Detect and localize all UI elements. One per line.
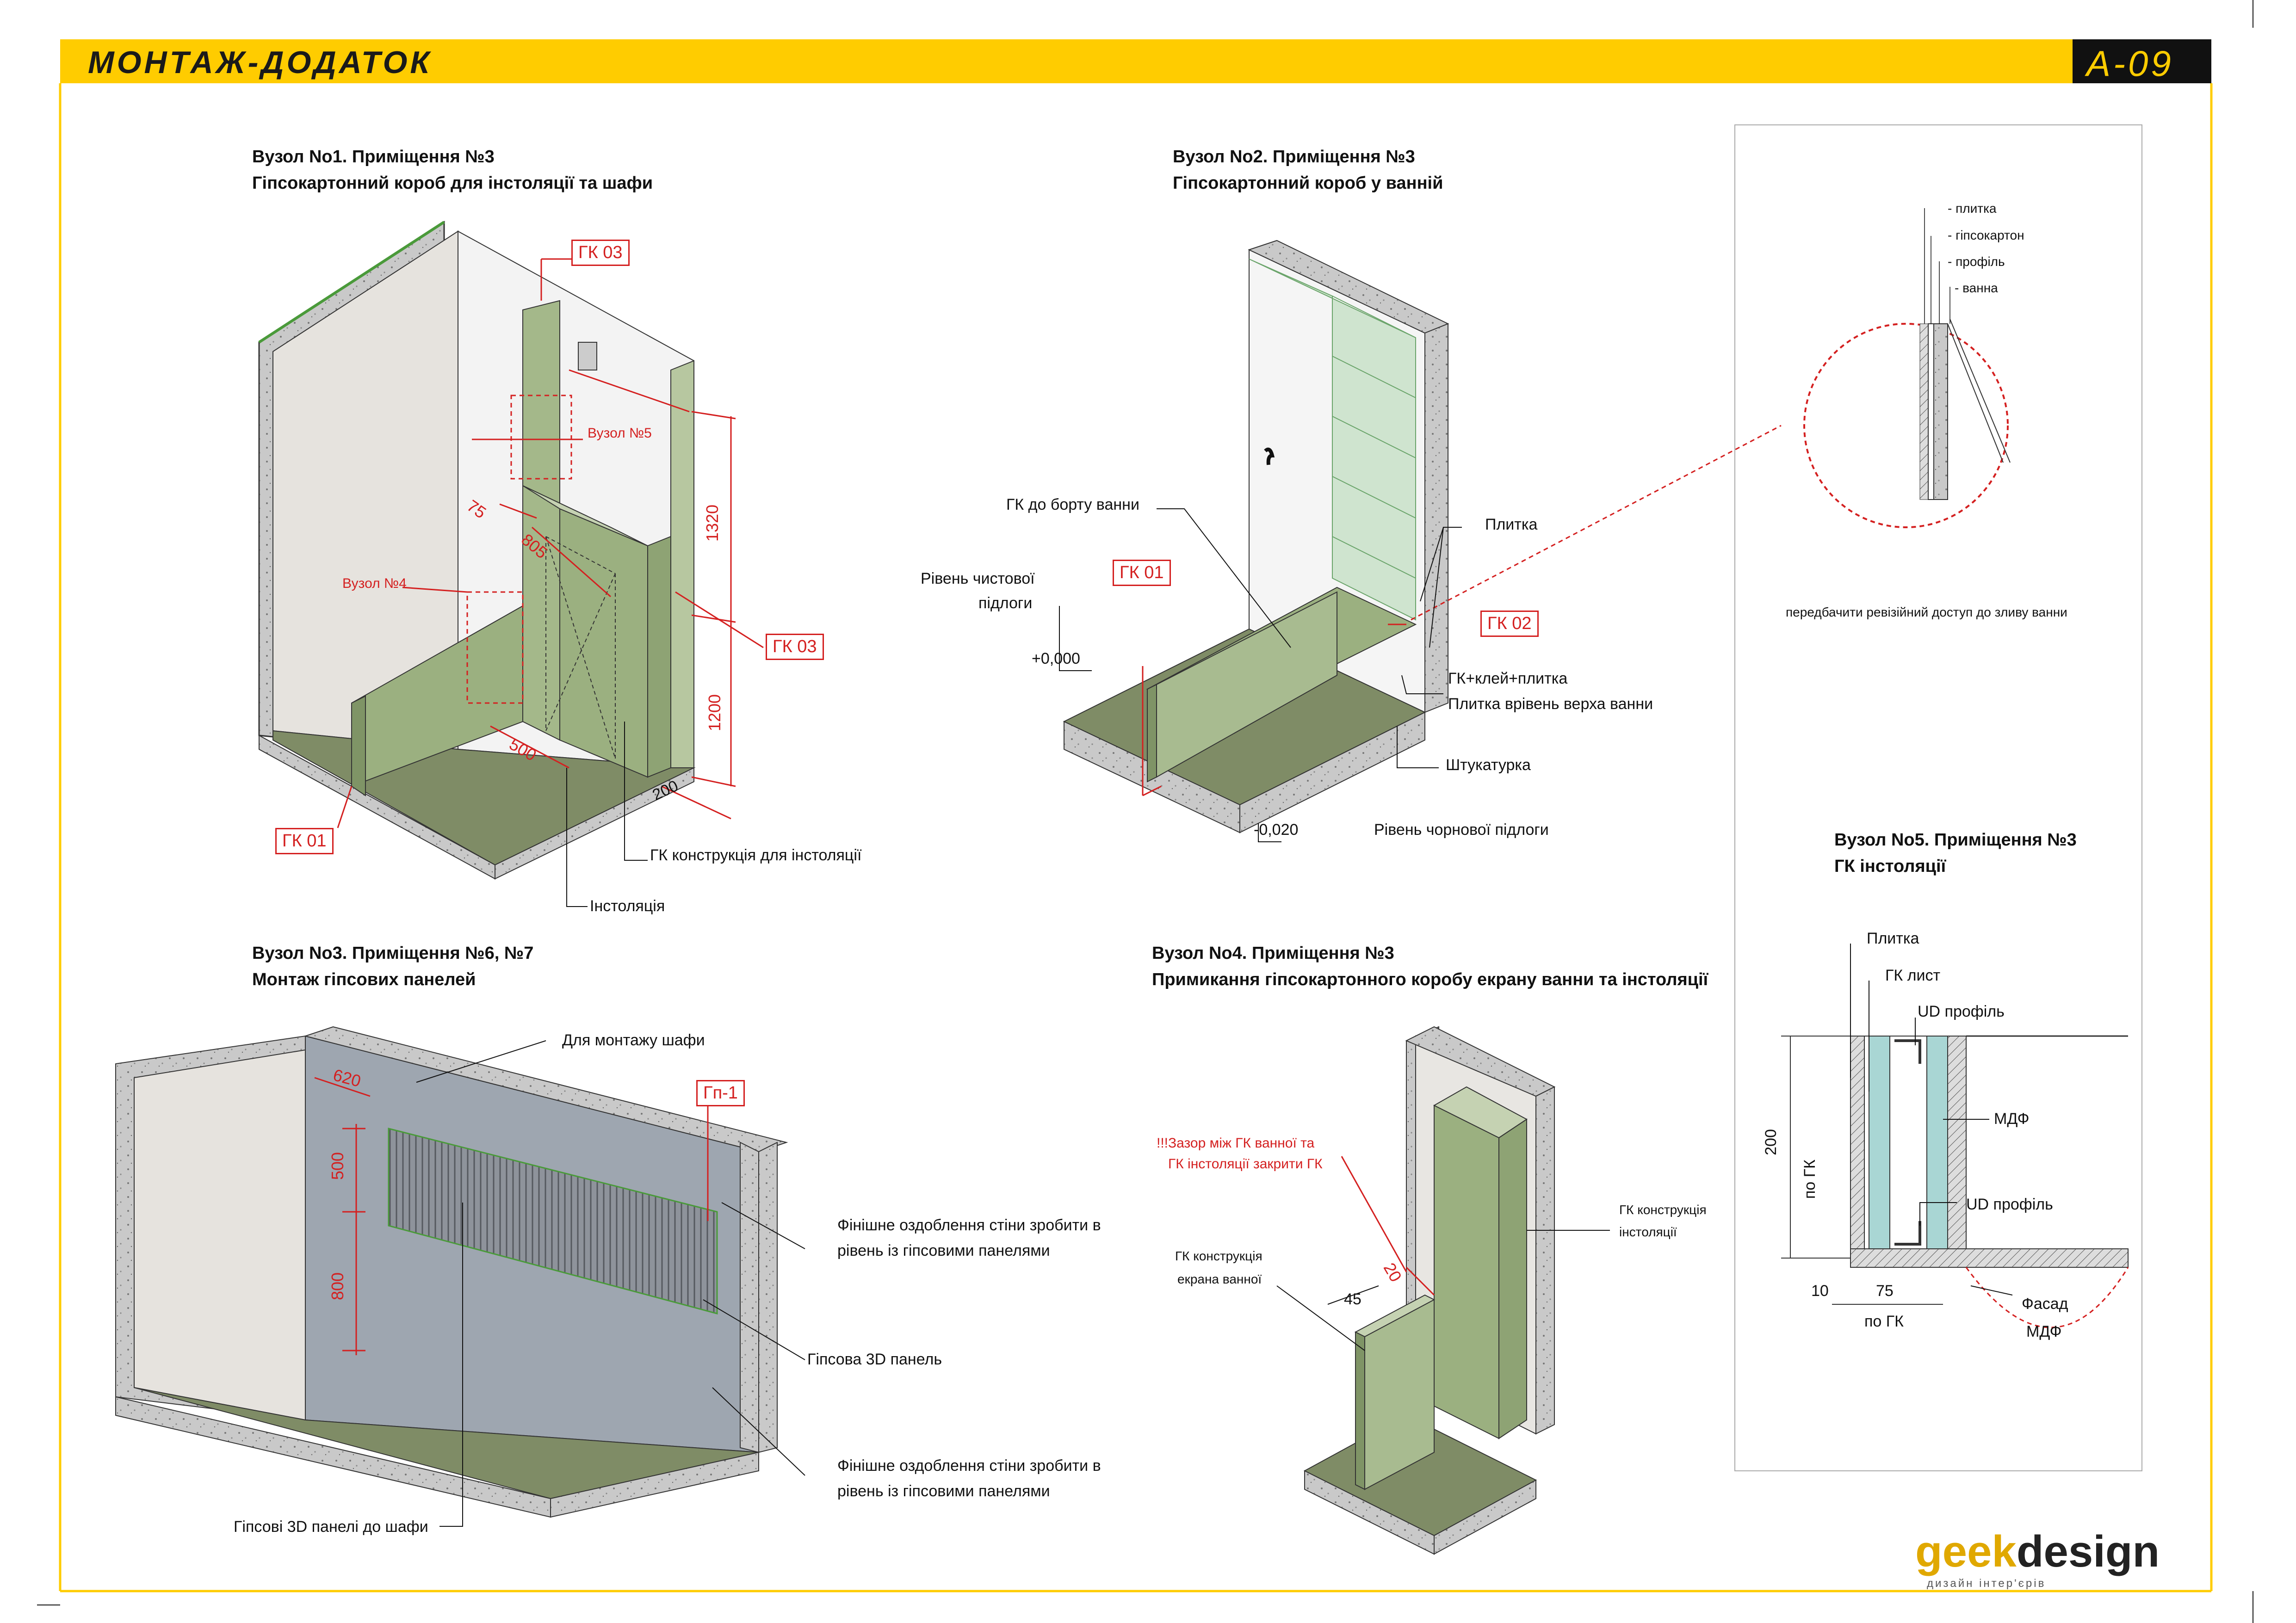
node3-subtitle: Монтаж гіпсових панелей: [252, 970, 476, 989]
sheet-number-box: [2073, 39, 2211, 83]
node3-label-finish1b: рівень із гіпсовими панелями: [837, 1242, 1050, 1259]
node3-label-finish1a: Фінішне оздоблення стіни зробити в: [837, 1216, 1101, 1234]
sheet-title: МОНТАЖ-ДОДАТОК: [88, 45, 433, 80]
detail-legend-bath: - ванна: [1955, 281, 1998, 295]
node2-level-minus: -0,020: [1254, 821, 1299, 839]
node5-dim-75: 75: [1876, 1282, 1894, 1300]
node2-drawing: [1059, 240, 1782, 842]
node4-gap-note-a: !!!Зазор між ГК ванної та: [1157, 1135, 1315, 1151]
node1-label-gk-install: ГК конструкція для інстоляції: [650, 846, 862, 864]
node5-label-gk-sheet: ГК лист: [1885, 967, 1941, 984]
node2-title: Вузол No2. Приміщення №3: [1173, 147, 1415, 167]
node1-label-installation: Інстоляція: [590, 897, 665, 915]
page-frame: [37, 0, 2254, 1623]
node5-label-ud-bottom: UD профіль: [1966, 1196, 2053, 1213]
node2-label-tile: Плитка: [1485, 516, 1538, 533]
node3-label-panel3d: Гіпсова 3D панель: [807, 1351, 942, 1368]
node5-label-facade-a: Фасад: [2022, 1295, 2068, 1313]
node4-dim-45: 45: [1344, 1290, 1362, 1308]
logo-part-geek: geek: [1915, 1527, 2017, 1576]
node1-tag-gk03-top: ГК 03: [571, 240, 630, 266]
node5-label-facade-b: МДФ: [2026, 1323, 2062, 1340]
detail-legend-profile: - профіль: [1948, 254, 2005, 269]
node3-dim-800: 800: [328, 1272, 347, 1301]
node4-title: Вузол No4. Приміщення №3: [1152, 944, 1394, 963]
detail-panel: [1734, 124, 2142, 1471]
node3-label-wardrobe: Для монтажу шафи: [562, 1031, 705, 1049]
node5-label-tile: Плитка: [1867, 930, 1919, 947]
node1-ref-node5: Вузол №5: [588, 426, 652, 441]
sheet-number: А-09: [2086, 43, 2174, 84]
node2-label-gk-bath-edge: ГК до борту ванни: [1006, 496, 1139, 513]
node4-label-inst-b: інстоляції: [1619, 1225, 1677, 1239]
detail-legend-tile: - плитка: [1948, 201, 1997, 216]
node2-label-finish-floor2: підлоги: [978, 594, 1033, 612]
node5-label-mdf: МДФ: [1994, 1110, 2030, 1128]
node1-drawing: [258, 221, 764, 907]
node5-drawing: [1781, 944, 2129, 1328]
node3-title: Вузол No3. Приміщення №6, №7: [252, 944, 534, 963]
node2-tag-gk02: ГК 02: [1480, 611, 1539, 637]
node5-dim-200: 200: [1762, 1129, 1780, 1155]
node1-dim-1320: 1320: [703, 504, 722, 542]
node2-tag-gk01: ГК 01: [1113, 560, 1171, 586]
node4-label-screen-b: екрана ванної: [1177, 1272, 1262, 1286]
node3-label-finish2b: рівень із гіпсовими панелями: [837, 1482, 1050, 1500]
logo-subtitle: дизайн інтер'єрів: [1927, 1577, 2046, 1590]
node4-subtitle: Примикання гіпсокартонного коробу екрану…: [1152, 970, 1708, 989]
node2-label-plaster: Штукатурка: [1446, 756, 1531, 774]
node5-dim-10: 10: [1811, 1282, 1829, 1300]
node1-tag-gk03-right: ГК 03: [766, 634, 824, 660]
node5-title: Вузол No5. Приміщення №3: [1834, 830, 2077, 850]
detail-legend-gk: - гіпсокартон: [1948, 228, 2024, 242]
detail-note: передбачити ревізійний доступ до зливу в…: [1786, 605, 2067, 619]
node3-dim-500: 500: [328, 1152, 347, 1180]
node4-label-inst-a: ГК конструкція: [1619, 1203, 1707, 1217]
node2-label-finish-floor: Рівень чистової: [921, 570, 1035, 587]
header-bar: [60, 39, 2170, 83]
node3-label-panels-wardrobe: Гіпсові 3D панелі до шафи: [234, 1518, 428, 1536]
node2-label-gk-glue-tile: ГК+клей+плитка: [1448, 670, 1568, 687]
node5-subtitle: ГК інстоляції: [1834, 857, 1946, 876]
node2-subtitle: Гіпсокартонний короб у ванній: [1173, 173, 1443, 193]
node1-ref-node4: Вузол №4: [342, 576, 407, 591]
node5-label-ud-top: UD профіль: [1918, 1003, 2005, 1020]
node2-label-rough-floor: Рівень чорнової підлоги: [1374, 821, 1549, 839]
node4-gap-note-b: ГК інстоляції закрити ГК: [1168, 1156, 1323, 1172]
company-logo: geekdesign: [1915, 1526, 2160, 1577]
node1-dim-1200: 1200: [705, 694, 724, 732]
logo-part-design: design: [2016, 1527, 2160, 1576]
node2-level-plus: +0,000: [1032, 650, 1080, 667]
node5-dim-by-gk-v: по ГК: [1801, 1160, 1819, 1199]
node3-tag-gp1: Гп-1: [696, 1080, 745, 1106]
node4-drawing: [1276, 1026, 1610, 1555]
node1-subtitle: Гіпсокартонний короб для інстоляції та ш…: [252, 173, 653, 193]
node3-label-finish2a: Фінішне оздоблення стіни зробити в: [837, 1457, 1101, 1475]
node3-drawing: [115, 1026, 805, 1527]
node1-tag-gk01: ГК 01: [275, 828, 334, 854]
node2-label-tile-level: Плитка врівень верха ванни: [1448, 695, 1653, 713]
node1-title: Вузол No1. Приміщення №3: [252, 147, 495, 167]
node4-label-screen-a: ГК конструкція: [1175, 1249, 1262, 1263]
node5-dim-by-gk-h: по ГК: [1864, 1313, 1904, 1330]
